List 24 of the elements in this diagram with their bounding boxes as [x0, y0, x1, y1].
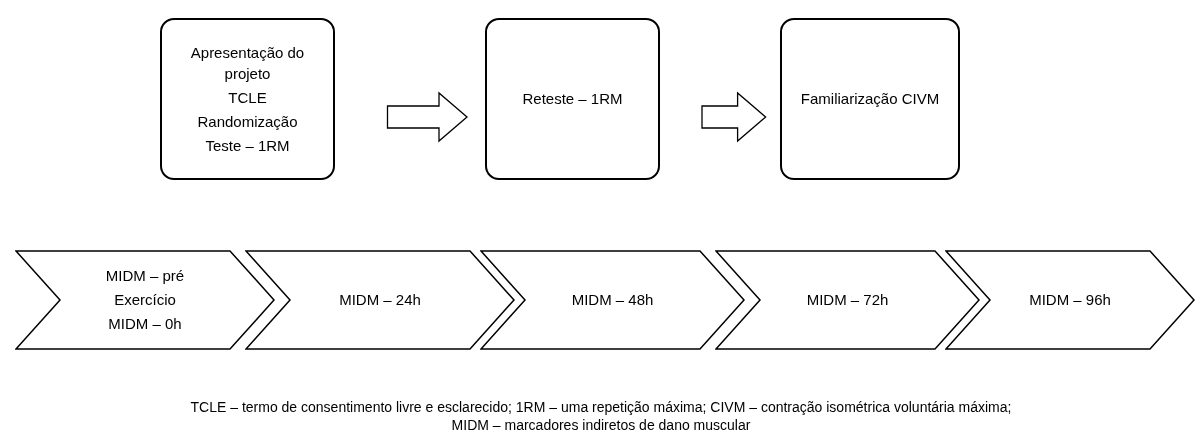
step-text: Apresentação do projeto	[189, 42, 306, 85]
step-text: Reteste – 1RM	[522, 89, 623, 110]
chevron-step	[480, 250, 745, 350]
process-box	[780, 18, 960, 180]
step-text: Randomização	[197, 111, 298, 132]
step-text: MIDM – 24h	[339, 290, 421, 311]
process-box	[160, 18, 335, 180]
block-arrow	[701, 91, 767, 143]
chevron-step	[15, 250, 275, 350]
step-text: Teste – 1RM	[205, 135, 290, 156]
step-text: MIDM – 48h	[571, 290, 654, 311]
footnote: TCLE – termo de consentimento livre e esclarecido; 1RM – uma repetição máxima; CIVM – contração isométrica voluntária máxima; MIDM – marcadores indiretos de dano muscular	[189, 398, 1013, 435]
step-text: Familiarização CIVM	[800, 89, 940, 110]
step-text: MIDM – pré	[105, 266, 185, 287]
step-text: MIDM – 72h	[806, 290, 889, 311]
chevron-step	[715, 250, 980, 350]
chevron-step	[945, 250, 1195, 350]
step-text: Exercício	[114, 290, 176, 311]
step-text: MIDM – 96h	[1029, 290, 1111, 311]
block-arrow	[386, 91, 468, 143]
chevron-step	[245, 250, 515, 350]
step-text: MIDM – 0h	[108, 313, 182, 334]
process-box	[485, 18, 660, 180]
step-text: TCLE	[228, 88, 267, 109]
